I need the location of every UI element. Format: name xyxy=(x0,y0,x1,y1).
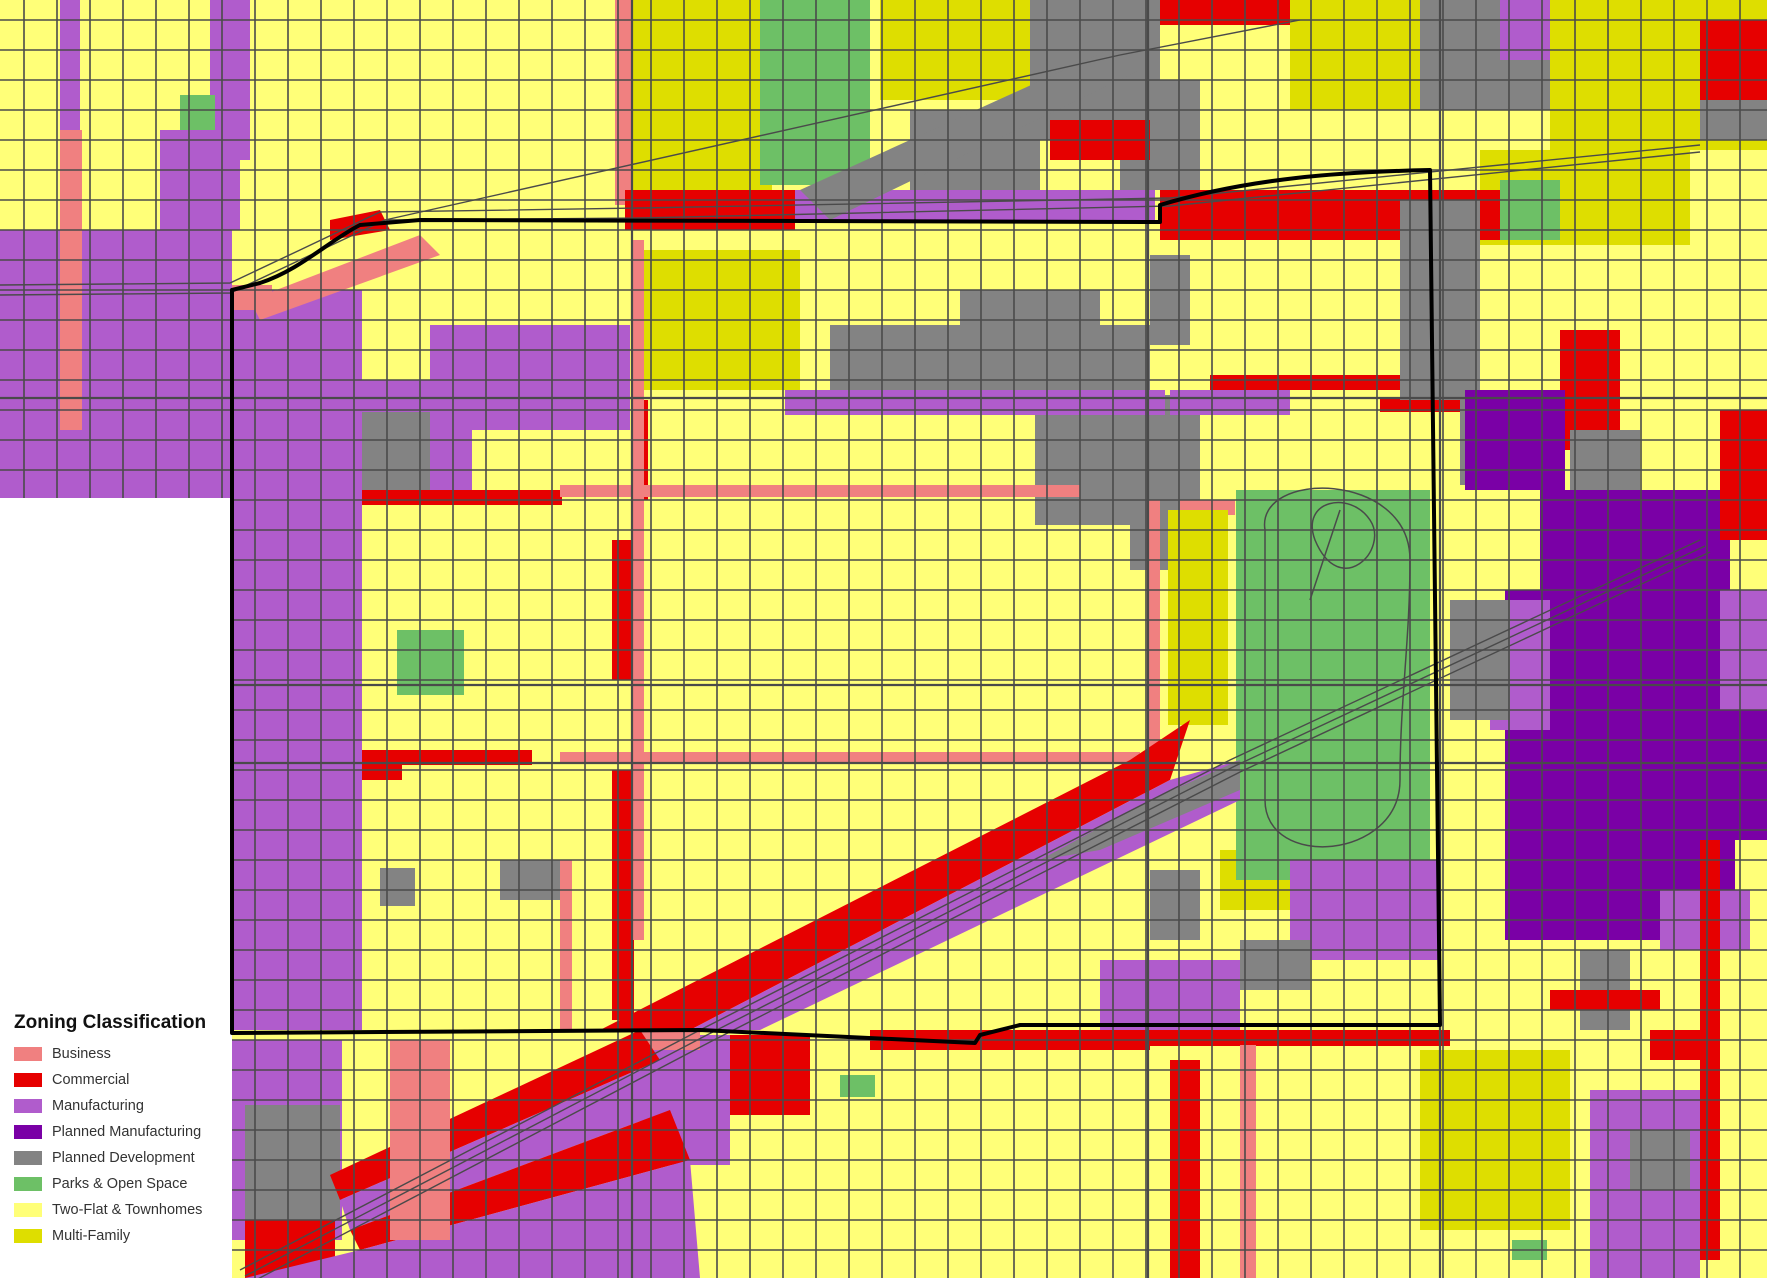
legend-swatch-business xyxy=(14,1047,42,1061)
legend-swatch-planned-development xyxy=(14,1151,42,1165)
legend-label-multi-family: Multi-Family xyxy=(52,1228,131,1244)
legend-swatch-multi-family xyxy=(14,1229,42,1243)
park-path-2 xyxy=(1309,509,1341,601)
zone-multi-family-21 xyxy=(1290,0,1420,110)
park-path-1 xyxy=(1311,501,1376,569)
zone-business-103 xyxy=(250,235,440,320)
rail-line-4 xyxy=(258,551,1711,1278)
legend-item-planned-development: Planned Development xyxy=(10,1145,240,1171)
zone-business-56 xyxy=(560,485,1080,497)
park-path-0 xyxy=(1264,487,1411,848)
legend-item-planned-manufacturing: Planned Manufacturing xyxy=(10,1119,240,1145)
zone-commercial-39 xyxy=(1210,375,1430,390)
legend-item-business: Business xyxy=(10,1041,240,1067)
zone-planned-development-12 xyxy=(380,868,415,906)
legend-label-planned-development: Planned Development xyxy=(52,1150,195,1166)
zone-business-87 xyxy=(1240,1045,1256,1278)
legend-swatch-planned-manufacturing xyxy=(14,1125,42,1139)
zone-planned-development-43 xyxy=(1150,255,1190,345)
legend-swatch-manufacturing xyxy=(14,1099,42,1113)
zone-manufacturing-9 xyxy=(80,230,180,380)
zone-planned-development-42 xyxy=(960,290,1100,330)
zone-manufacturing-47 xyxy=(785,390,1165,415)
rail-line-3 xyxy=(244,545,1706,1277)
legend-label-business: Business xyxy=(52,1046,111,1062)
zone-commercial-50 xyxy=(362,490,562,505)
zone-parks-open-space-15 xyxy=(180,95,215,130)
map-legend: Zoning Classification Business Commercia… xyxy=(10,1012,240,1249)
zone-planned-development-33 xyxy=(1570,430,1640,490)
zone-commercial-40 xyxy=(1380,398,1480,412)
zone-commercial-36 xyxy=(625,190,795,230)
zone-commercial-73 xyxy=(1720,410,1767,540)
zone-business-60 xyxy=(560,752,1140,762)
zone-parks-open-space-89 xyxy=(840,1075,875,1097)
zone-commercial-55 xyxy=(362,765,402,780)
zone-multi-family-16 xyxy=(632,0,772,190)
zone-commercial-54 xyxy=(362,750,532,765)
legend-swatch-two-flat-townhomes xyxy=(14,1203,42,1217)
legend-label-planned-manufacturing: Planned Manufacturing xyxy=(52,1124,202,1140)
legend-item-multi-family: Multi-Family xyxy=(10,1223,240,1249)
zone-planned-development-41 xyxy=(830,325,1150,400)
zone-planned-development-13 xyxy=(245,1105,340,1220)
legend-label-parks-open-space: Parks & Open Space xyxy=(52,1176,188,1192)
legend-label-manufacturing: Manufacturing xyxy=(52,1098,144,1114)
legend-item-two-flat-townhomes: Two-Flat & Townhomes xyxy=(10,1197,240,1223)
rail-line-5 xyxy=(384,19,1301,221)
zone-manufacturing-4 xyxy=(430,325,630,430)
zone-commercial-75 xyxy=(1650,1030,1710,1060)
legend-item-commercial: Commercial xyxy=(10,1067,240,1093)
legend-title: Zoning Classification xyxy=(14,1012,207,1033)
zone-business-107 xyxy=(560,860,572,1030)
legend-swatch-commercial xyxy=(14,1073,42,1087)
rail-line-0 xyxy=(0,144,1701,286)
zone-multi-family-61 xyxy=(1168,510,1228,725)
legend-item-parks-open-space: Parks & Open Space xyxy=(10,1171,240,1197)
zone-business-105 xyxy=(60,130,82,430)
zone-planned-development-97 xyxy=(1040,760,1240,860)
unzoned-area xyxy=(0,498,232,1278)
legend-label-two-flat-townhomes: Two-Flat & Townhomes xyxy=(52,1202,203,1218)
zone-commercial-86 xyxy=(1170,1060,1200,1278)
zone-manufacturing-48 xyxy=(1170,390,1290,415)
zone-planned-manufacturing-65 xyxy=(1540,490,1730,590)
zone-manufacturing-83 xyxy=(1100,960,1240,1030)
zone-planned-development-88 xyxy=(1150,870,1200,940)
zone-commercial-20 xyxy=(1160,0,1290,25)
zone-manufacturing-84 xyxy=(1290,860,1440,960)
zone-commercial-81 xyxy=(1150,1030,1450,1046)
zone-planned-development-35 xyxy=(1700,100,1767,140)
park-paths xyxy=(1264,487,1411,848)
rail-line-2 xyxy=(239,539,1701,1271)
zone-manufacturing-2 xyxy=(232,290,362,1030)
zone-business-28 xyxy=(615,0,632,205)
legend-item-manufacturing: Manufacturing xyxy=(10,1093,240,1119)
zone-planned-development-10 xyxy=(362,412,430,497)
zone-multi-family-77 xyxy=(1420,1050,1570,1230)
zone-planned-development-11 xyxy=(500,860,570,900)
study-area-boundary xyxy=(230,168,1442,1045)
zone-planned-development-102 xyxy=(800,40,1140,220)
zone-commercial-52 xyxy=(612,540,634,680)
zone-planned-development-85 xyxy=(1240,940,1310,990)
zone-commercial-78 xyxy=(1550,990,1660,1010)
zone-commercial-53 xyxy=(612,770,634,1020)
legend-swatch-parks-open-space xyxy=(14,1177,42,1191)
zone-parks-open-space-17 xyxy=(760,0,870,185)
legend-label-commercial: Commercial xyxy=(52,1072,130,1088)
zone-commercial-93 xyxy=(730,1035,810,1115)
zone-business-58 xyxy=(1148,500,1160,760)
